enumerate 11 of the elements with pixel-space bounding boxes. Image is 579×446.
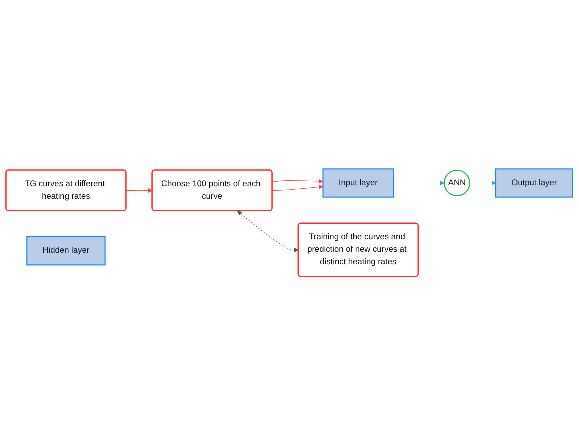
arrow — [470, 181, 496, 186]
arrow — [238, 211, 299, 253]
arrow — [393, 181, 445, 186]
arrow — [272, 179, 324, 184]
arrow — [126, 188, 153, 194]
node-box — [322, 168, 394, 198]
node-circle — [444, 170, 470, 197]
arrow — [272, 184, 324, 192]
flowchart-drawing: TG curves at different heating rates Choose 100 points of each curve Input layer ANN Hidden layer Output layer Training of the curves and prediction of new curves at distinct heating rates — [2, 165, 577, 281]
node-box — [26, 236, 106, 266]
node-box — [496, 168, 574, 198]
